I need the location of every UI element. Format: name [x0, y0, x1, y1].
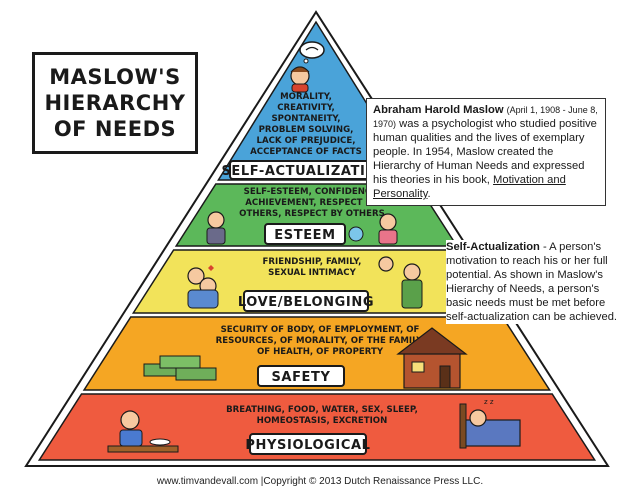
copyright-text: |Copyright © 2013 Dutch Renaissance Pres… [258, 476, 484, 487]
level-needs-physiological: BREATHING, FOOD, WATER, SEX, SLEEP, HOME… [226, 405, 418, 426]
need-line: PROBLEM SOLVING, [259, 125, 354, 135]
level-needs-self-actualization: MORALITY, CREATIVITY, SPONTANEITY, PROBL… [250, 92, 362, 157]
hugging-couple-icon [187, 265, 219, 309]
bio-end: . [427, 188, 431, 200]
layer-physiological [37, 393, 597, 461]
need-line: LACK OF PREJUDICE, [257, 136, 356, 146]
footer: www.timvandevall.com |Copyright © 2013 D… [0, 476, 640, 487]
title-line: MASLOW'S [49, 65, 181, 89]
thinking-boy-icon [290, 66, 310, 93]
label-text: SAFETY [271, 370, 330, 385]
level-needs-esteem: SELF-ESTEEM, CONFIDENCE, ACHIEVEMENT, RE… [239, 187, 385, 219]
level-needs-safety: SECURITY OF BODY, OF EMPLOYMENT, OF RESO… [216, 325, 425, 357]
sleeping-boy-icon: z z [459, 398, 521, 449]
label-safety: SAFETY [257, 365, 345, 387]
need-line: SPONTANEITY, [271, 114, 340, 124]
need-line: ACCEPTANCE OF FACTS [250, 147, 362, 157]
level-needs-love-belonging: FRIENDSHIP, FAMILY, SEXUAL INTIMACY [263, 257, 362, 278]
brick-house-icon [396, 327, 468, 389]
definition-term: Self-Actualization [446, 241, 540, 253]
label-text: PHYSIOLOGICAL [245, 438, 370, 453]
money-stack-icon [143, 355, 217, 381]
label-text: SELF-ACTUALIZATION [221, 164, 388, 179]
need-line: BREATHING, FOOD, WATER, SEX, SLEEP, [226, 405, 418, 415]
maslow-dates: (April 1, 1908 - June 8, 1970) [373, 105, 598, 129]
book-link[interactable]: Motivation and Personality [373, 174, 566, 200]
eating-boy-icon [107, 410, 179, 453]
definition-text: - A person's motivation to reach his or … [446, 241, 618, 323]
label-text: LOVE/BELONGING [238, 295, 374, 310]
website-link[interactable]: www.timvandevall.com [156, 476, 259, 487]
label-esteem: ESTEEM [264, 223, 346, 245]
svg-text:z z: z z [484, 398, 494, 406]
label-physiological: PHYSIOLOGICAL [245, 433, 370, 455]
title-line: HIERARCHY [44, 91, 186, 115]
need-line: SEXUAL INTIMACY [268, 268, 356, 278]
need-line: HOMEOSTASIS, EXCRETION [257, 416, 388, 426]
label-love-belonging: LOVE/BELONGING [238, 290, 374, 312]
maslow-bio-text: was a psychologist who studied positive … [373, 118, 597, 186]
self-actualization-note: Self-Actualization - A person's motivati… [446, 240, 622, 324]
title-box: MASLOW'S HIERARCHY OF NEEDS [32, 52, 198, 154]
need-line: SECURITY OF BODY, OF EMPLOYMENT, OF [221, 325, 420, 335]
maslow-name: Abraham Harold Maslow [373, 104, 504, 116]
need-line: ACHIEVEMENT, RESPECT OF [245, 198, 379, 208]
need-line: FRIENDSHIP, FAMILY, [263, 257, 362, 267]
need-line: CREATIVITY, [277, 103, 335, 113]
maslow-bio-note: Abraham Harold Maslow (April 1, 1908 - J… [366, 98, 606, 206]
need-line: RESOURCES, OF MORALITY, OF THE FAMILY, [216, 336, 425, 346]
need-line: MORALITY, [280, 92, 332, 102]
title-line: OF NEEDS [53, 117, 177, 141]
need-line: OTHERS, RESPECT BY OTHERS [239, 209, 385, 219]
label-text: ESTEEM [274, 228, 335, 243]
students-icon [206, 211, 398, 245]
thought-bubble-icon [299, 41, 325, 64]
father-baby-icon [378, 256, 423, 309]
need-line: SELF-ESTEEM, CONFIDENCE, [244, 187, 381, 197]
label-self-actualization: SELF-ACTUALIZATION [221, 160, 388, 180]
need-line: OF HEALTH, OF PROPERTY [257, 347, 384, 357]
